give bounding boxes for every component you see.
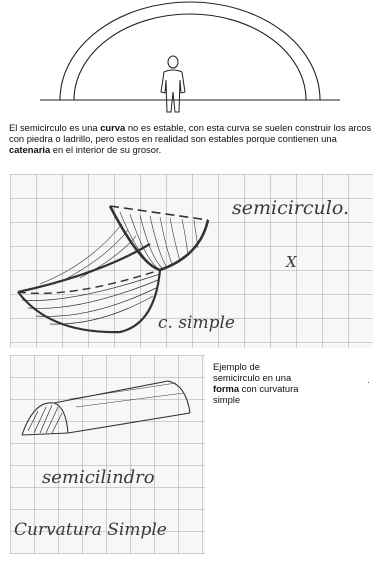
label-c-simple: c. simple (158, 313, 235, 333)
sketch-semicirculo: semicirculo. X c. simple (10, 174, 373, 348)
side-note-bold-forma: forma (213, 383, 240, 394)
arch-caption: El semicirculo es una curva no es establ… (9, 122, 377, 155)
grid-paper (10, 355, 205, 554)
semicylinder-drawing (21, 380, 191, 436)
grid-paper (10, 174, 373, 348)
inner-arch (73, 13, 307, 101)
caption-text: en el interior de su grosor. (50, 144, 162, 155)
human-figure (160, 55, 186, 113)
stray-dot: . (367, 374, 370, 385)
caption-text: no es estable, con esta curva se suelen … (9, 122, 372, 144)
label-x: X (285, 253, 298, 271)
sketch-semicilindro: semicilindro Curvatura Simple (10, 355, 205, 554)
side-note: Ejemplo de semicirculo en una forma con … (213, 361, 308, 405)
surface-drawing (17, 205, 210, 334)
label-semicirculo: semicirculo. (232, 197, 349, 219)
outer-arch (59, 1, 321, 101)
side-note-text: con curvatura simple (213, 383, 299, 405)
arch-diagram (40, 0, 340, 120)
side-note-text: Ejemplo de semicirculo en una (213, 361, 292, 383)
caption-bold-curva: curva (100, 122, 126, 133)
label-curvatura-simple: Curvatura Simple (14, 520, 167, 540)
label-semicilindro: semicilindro (42, 467, 155, 488)
caption-bold-catenaria: catenaria (9, 144, 51, 155)
caption-text: El semicirculo es una (9, 122, 101, 133)
